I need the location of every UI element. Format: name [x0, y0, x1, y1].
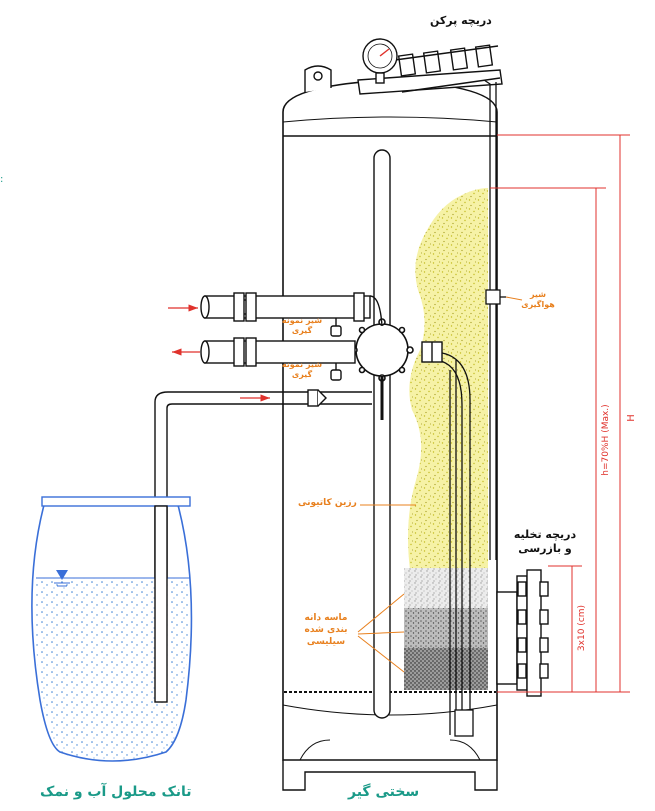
dimension-label-H: H [626, 414, 637, 422]
brine-line [154, 391, 372, 702]
fill-valve-label: دریچه پرکن [430, 14, 492, 27]
sample-valve-2-icon [330, 363, 342, 381]
edge-mark: : [0, 174, 3, 185]
brine-tank-title: تانک محلول آب و نمک [40, 784, 192, 800]
inlet-gate-valve-right-icon [353, 292, 365, 322]
hub-right-valve-icon [421, 341, 443, 363]
sample-valve-1-label: شیر نمونه گیری [281, 316, 323, 335]
dimension-label-h: h=70%H (Max.) [601, 404, 611, 475]
dimension-label-gravel: 3x10 (cm) [577, 605, 587, 651]
brine-tank [31, 496, 193, 762]
resin-label: رزین کاتیونی [298, 498, 357, 508]
sample-valve-2-label: شیر نمونه گیری [281, 360, 323, 379]
air-vent-label: شیر هواگیری [521, 290, 555, 309]
brine-check-valve-icon [307, 389, 327, 407]
water-level-marker-icon [56, 570, 68, 580]
central-riser-pipe [373, 149, 391, 719]
gravel-label: ماسه دانه بندی شده سیلیسی [304, 613, 348, 647]
softener-title: سختی گیر [348, 784, 420, 800]
drain-inspection-label: دریچه تخلیه و بازرسی [513, 528, 577, 555]
flow-arrows [168, 304, 270, 402]
outlet-pipe [200, 340, 356, 364]
air-vent-tube [483, 79, 506, 560]
lifting-lug-icon [304, 65, 332, 92]
gravel-layers [404, 568, 488, 690]
brine-suction-pipe [154, 505, 168, 703]
outlet-gate-valve-left-icon [233, 337, 257, 367]
drain-inspection-flange [496, 569, 549, 697]
dimension-lines [490, 134, 630, 693]
sample-valve-1-icon [330, 318, 342, 337]
distribution-hub [350, 318, 414, 382]
inlet-gate-valve-left-icon [233, 292, 257, 322]
resin-bed [408, 188, 488, 570]
pressure-gauge-icon [362, 38, 398, 84]
label-leaders [357, 296, 523, 673]
fill-port-flange [357, 44, 503, 95]
